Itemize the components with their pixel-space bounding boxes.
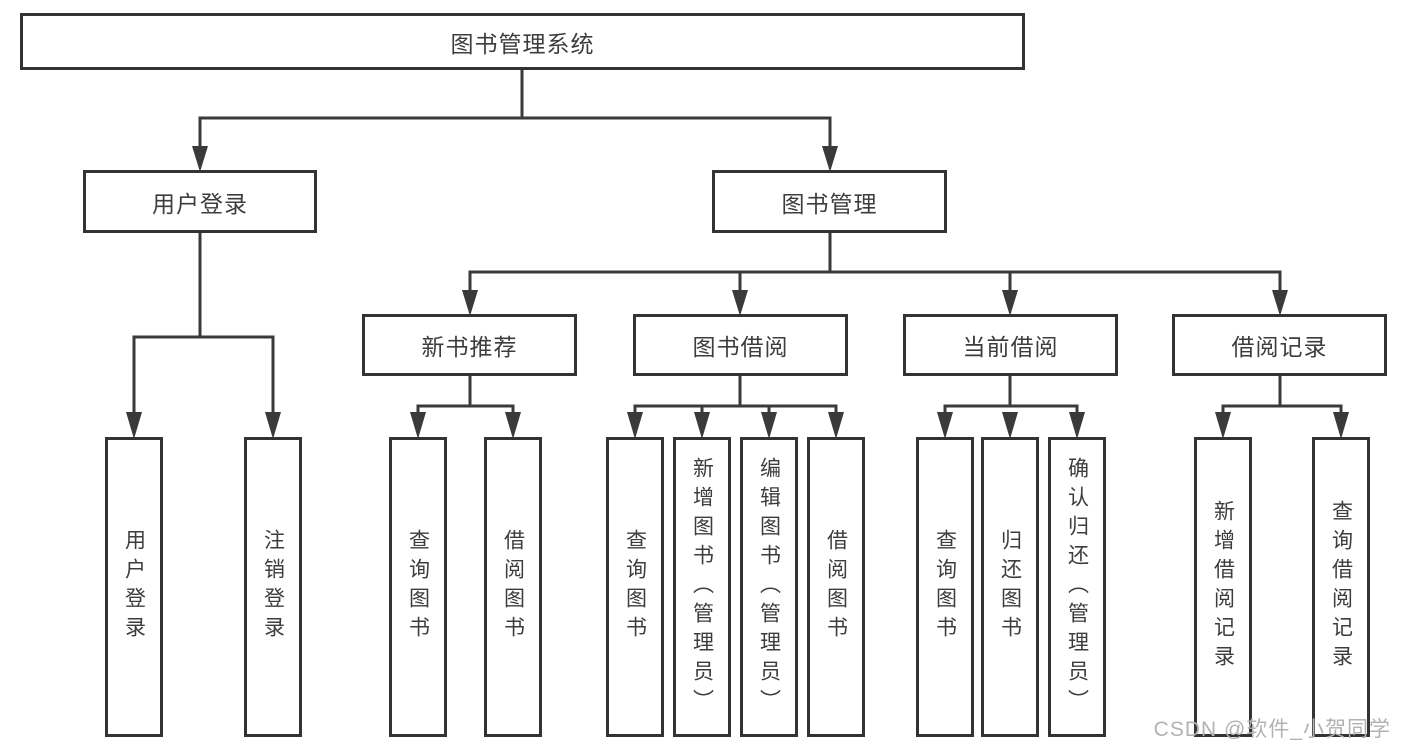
leaf-bb-edit-books-admin: 编辑图书（管理员） bbox=[740, 437, 798, 737]
leaf-nbr-query-books: 查询图书 bbox=[389, 437, 447, 737]
node-label: 编辑图书（管理员） bbox=[757, 456, 781, 718]
leaf-logout-login: 注销登录 bbox=[244, 437, 302, 737]
node-borrowing-records: 借阅记录 bbox=[1172, 314, 1387, 376]
node-label: 查询图书 bbox=[623, 529, 647, 645]
leaf-bb-query-books: 查询图书 bbox=[606, 437, 664, 737]
node-label: 借阅图书 bbox=[501, 529, 525, 645]
node-label: 新书推荐 bbox=[421, 334, 518, 360]
node-label: 借阅图书 bbox=[824, 529, 848, 645]
node-current-borrowing: 当前借阅 bbox=[903, 314, 1118, 376]
node-label: 用户登录 bbox=[152, 190, 248, 217]
node-label: 确认归还（管理员） bbox=[1065, 456, 1089, 718]
leaf-nbr-borrow-books: 借阅图书 bbox=[484, 437, 542, 737]
node-label: 借阅记录 bbox=[1231, 334, 1328, 360]
node-label: 用户登录 bbox=[122, 529, 146, 645]
node-new-book-recommendation: 新书推荐 bbox=[362, 314, 577, 376]
leaf-br-query-record: 查询借阅记录 bbox=[1312, 437, 1370, 737]
node-label: 图书借阅 bbox=[692, 334, 789, 360]
watermark: CSDN @软件_小贺同学 bbox=[1153, 718, 1391, 741]
leaf-bb-borrow-books: 借阅图书 bbox=[807, 437, 865, 737]
leaf-cb-return-books: 归还图书 bbox=[981, 437, 1039, 737]
leaf-user-login: 用户登录 bbox=[105, 437, 163, 737]
node-label: 查询借阅记录 bbox=[1329, 500, 1353, 674]
node-label: 查询图书 bbox=[406, 529, 430, 645]
node-user-login: 用户登录 bbox=[83, 170, 317, 233]
leaf-cb-query-books: 查询图书 bbox=[916, 437, 974, 737]
node-label: 注销登录 bbox=[261, 529, 285, 645]
node-label: 新增借阅记录 bbox=[1211, 500, 1235, 674]
node-label: 归还图书 bbox=[998, 529, 1022, 645]
leaf-br-add-record: 新增借阅记录 bbox=[1194, 437, 1252, 737]
node-book-management-system: 图书管理系统 bbox=[20, 13, 1025, 70]
node-label: 新增图书（管理员） bbox=[690, 456, 714, 718]
node-label: 当前借阅 bbox=[962, 334, 1059, 360]
node-book-borrowing: 图书借阅 bbox=[633, 314, 848, 376]
leaf-cb-confirm-return-admin: 确认归还（管理员） bbox=[1048, 437, 1106, 737]
leaf-bb-add-books-admin: 新增图书（管理员） bbox=[673, 437, 731, 737]
node-label: 图书管理系统 bbox=[450, 30, 595, 57]
node-label: 查询图书 bbox=[933, 529, 957, 645]
node-label: 图书管理 bbox=[781, 190, 878, 217]
node-book-management: 图书管理 bbox=[712, 170, 947, 233]
